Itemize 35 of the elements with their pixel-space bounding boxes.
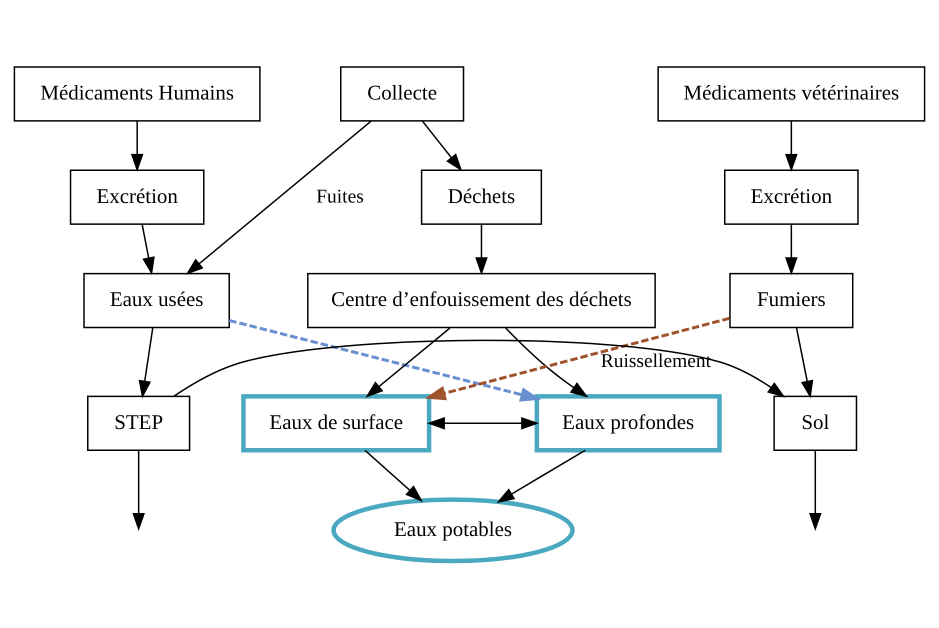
arrow [785, 121, 798, 172]
arrow [424, 316, 730, 400]
arrow [785, 224, 798, 276]
node-box: Excrétion [70, 170, 205, 225]
arrow [173, 340, 786, 398]
arrow [186, 120, 372, 275]
node-box: Eaux usées [83, 272, 230, 328]
arrow [796, 328, 814, 398]
arrow [365, 327, 450, 398]
node-box: Collecte [340, 66, 464, 122]
arrow [809, 450, 822, 531]
arrow [364, 450, 423, 502]
arrow [426, 416, 540, 430]
node-box: Médicaments Humains [14, 66, 261, 122]
arrow [505, 327, 588, 398]
node-box: Médicaments vétérinaires [657, 66, 926, 122]
arrow [422, 120, 462, 172]
arrow [130, 121, 144, 172]
node-box: Eaux profondes [534, 394, 722, 452]
node-box: Déchets [420, 170, 542, 225]
node-box: Centre d’enfouissement des déchets [307, 272, 656, 328]
node-box: Eaux de surface [241, 394, 432, 452]
edge-label: Fuites [316, 186, 364, 208]
arrow [132, 450, 145, 531]
node-ellipse: Eaux potables [331, 497, 575, 564]
node-box: Sol [773, 396, 858, 451]
node-box: Excrétion [724, 170, 859, 225]
arrow [496, 450, 586, 503]
arrow [228, 319, 542, 402]
edge-label: Ruissellement [600, 350, 711, 372]
arrow [475, 224, 488, 276]
arrow [138, 328, 154, 398]
arrow [141, 224, 155, 276]
node-box: Fumiers [729, 272, 854, 328]
node-box: STEP [87, 396, 190, 451]
